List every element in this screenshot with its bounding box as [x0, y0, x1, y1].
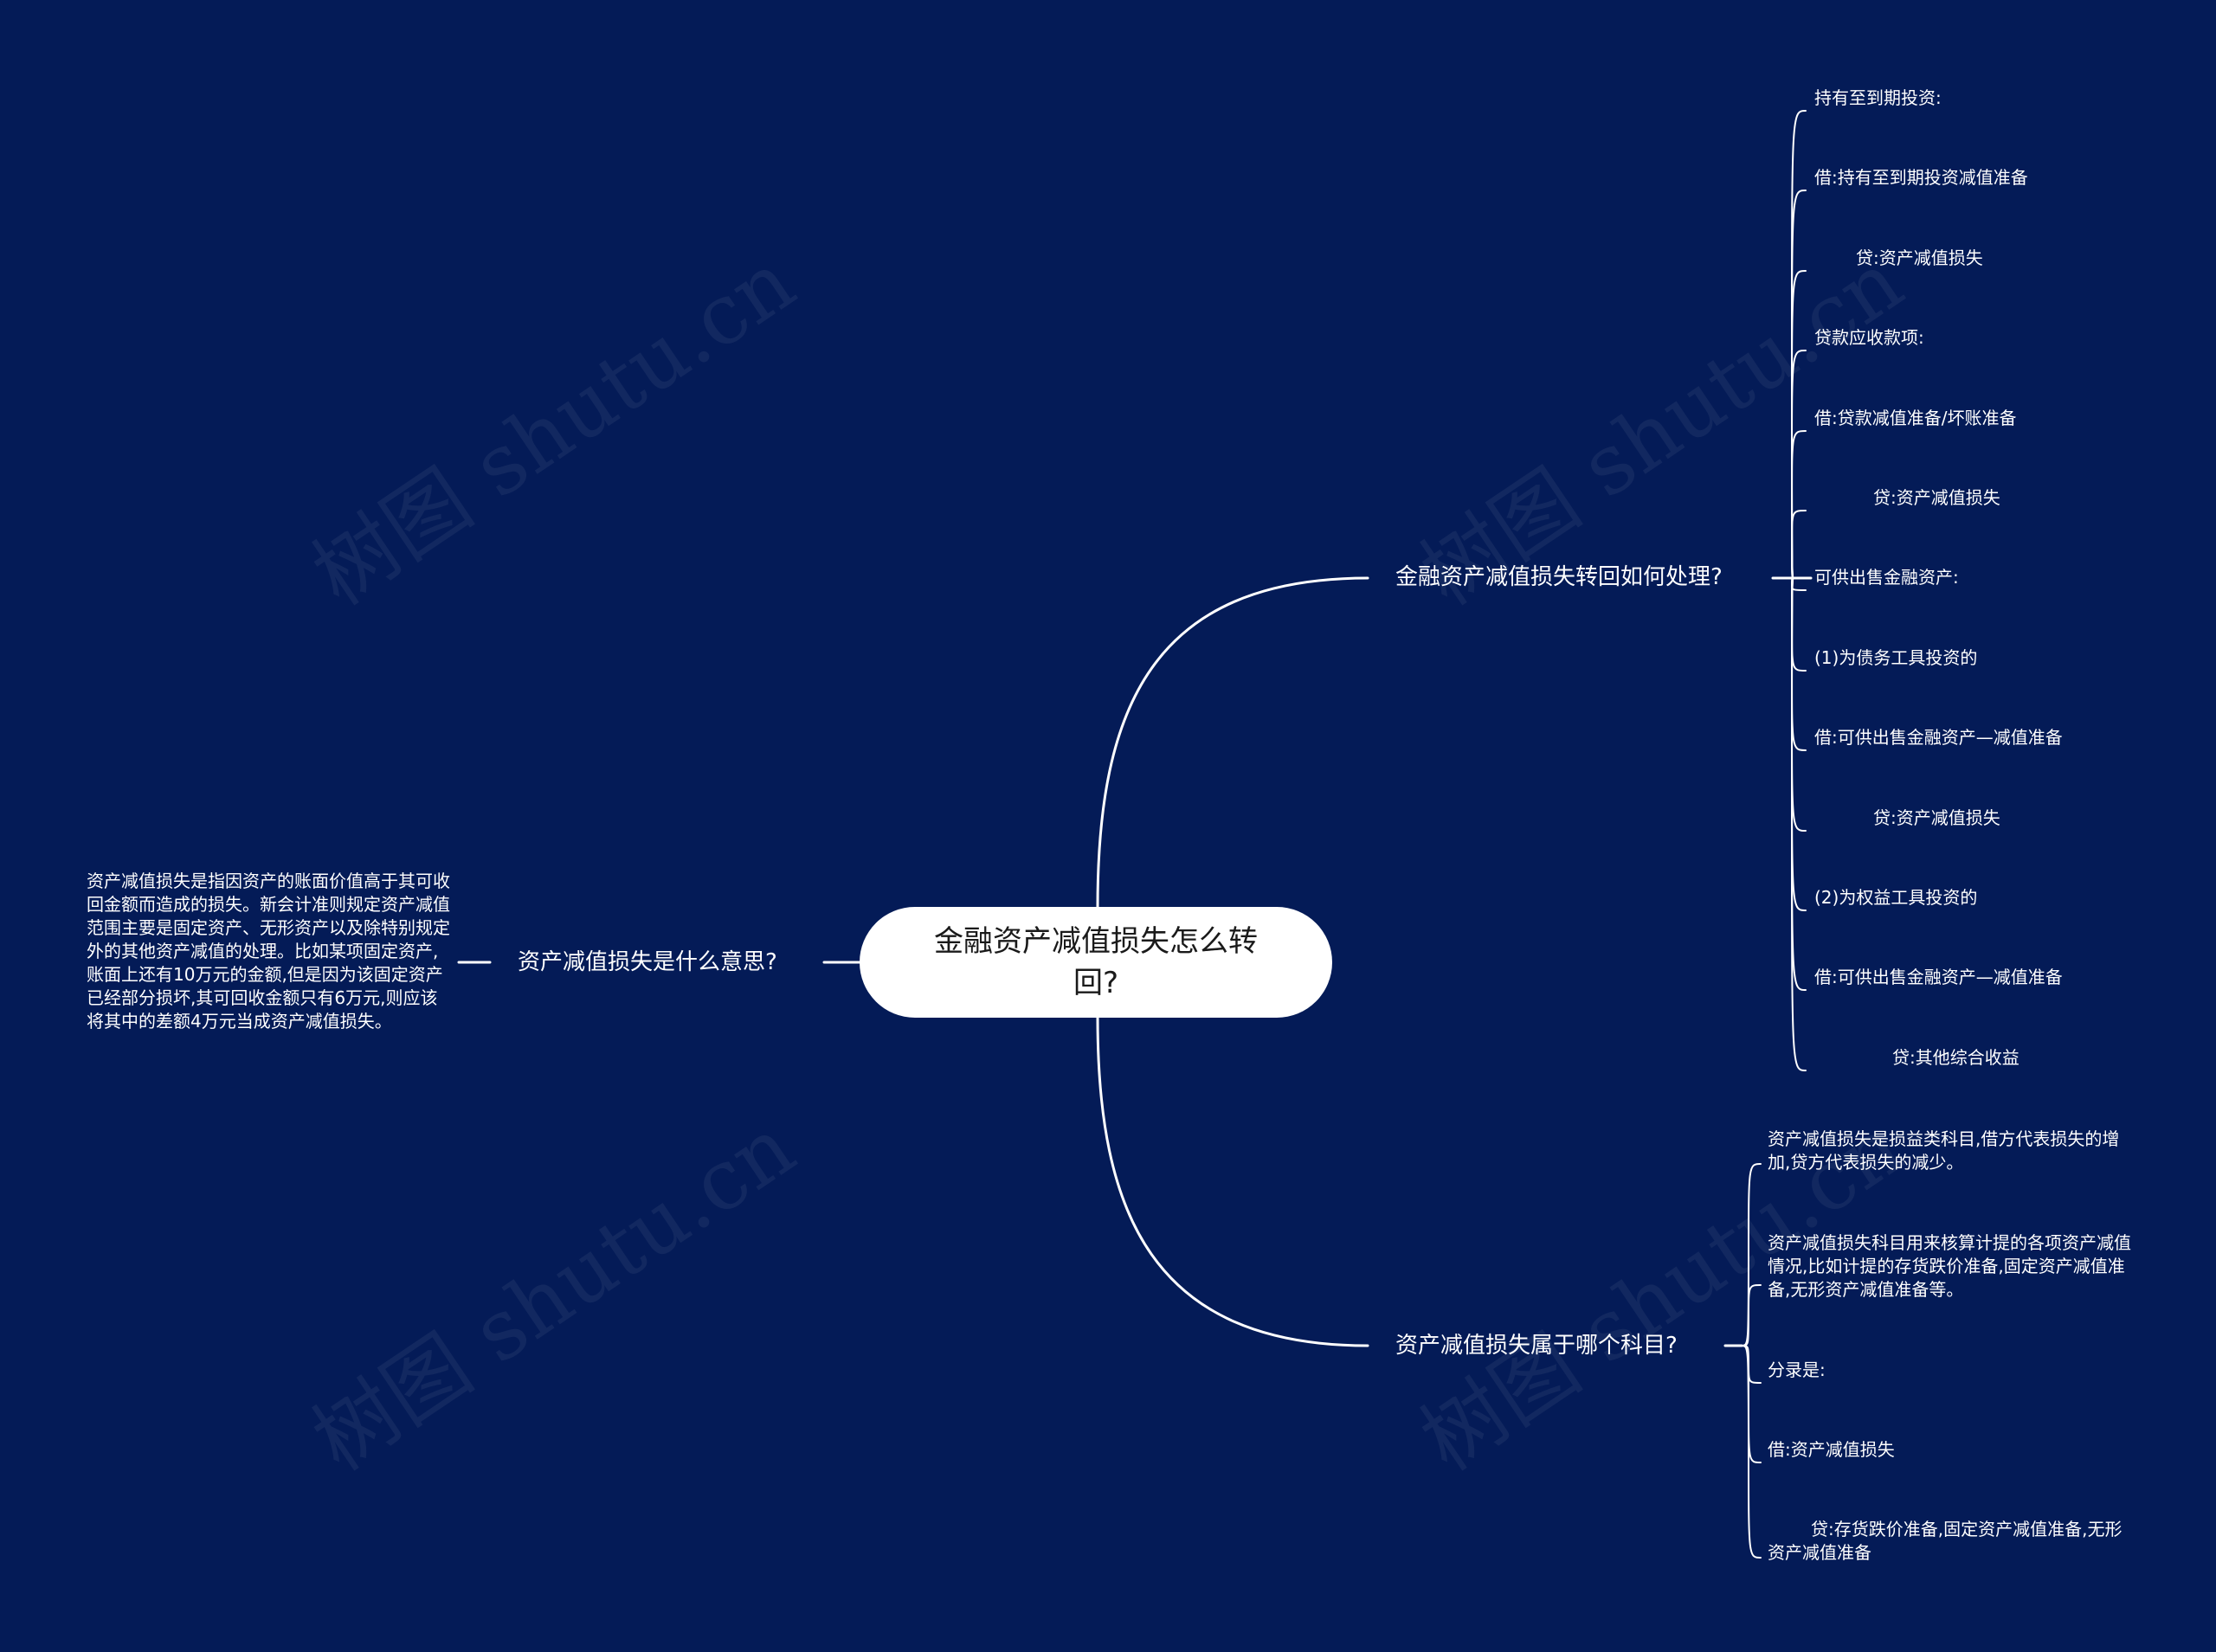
branch-account-type[interactable]: 资产减值损失属于哪个科目? [1395, 1333, 1678, 1359]
leaf-b1-1[interactable]: 借:持有至到期投资减值准备 [1814, 167, 2028, 188]
brace-b1-connector-7 [1791, 577, 1807, 672]
leaf-b1-8[interactable]: 借:可供出售金融资产—减值准备 [1814, 727, 2063, 748]
leaf-b3-3[interactable]: 借:资产减值损失 [1768, 1439, 1895, 1460]
leaf-b1-6[interactable]: 可供出售金融资产: [1814, 567, 1959, 588]
leaf-b1-3[interactable]: 贷款应收款项: [1814, 327, 1924, 348]
root-node[interactable]: 金融资产减值损失怎么转回? [860, 907, 1332, 1018]
brace-b1-connector-11 [1791, 577, 1807, 991]
brace-b1-connector-12 [1791, 577, 1807, 1071]
brace-b1-connector-0 [1791, 110, 1807, 579]
brace-b3-connector-3 [1741, 1345, 1762, 1463]
leaf-b1-9[interactable]: 贷:资产减值损失 [1873, 807, 2000, 828]
brace-b1-connector-2 [1791, 270, 1807, 579]
brace-b1-connector-9 [1791, 577, 1807, 832]
leaf-b1-5[interactable]: 贷:资产减值损失 [1873, 487, 2000, 508]
leaf-b3-1[interactable]: 资产减值损失科目用来核算计提的各项资产减值情况,比如计提的存货跌价准备,固定资产… [1768, 1232, 2131, 1300]
leaf-b3-4[interactable]: 贷:存货跌价准备,固定资产减值准备,无形资产减值准备 [1768, 1519, 2123, 1563]
connector-root-branch1 [1096, 576, 1369, 909]
brace-b1-connector-1 [1791, 190, 1807, 579]
leaf-b1-0[interactable]: 持有至到期投资: [1814, 87, 1942, 108]
branch-transfer-back[interactable]: 金融资产减值损失转回如何处理? [1395, 564, 1723, 590]
brace-b1-connector-3 [1791, 350, 1807, 579]
connector-root-branch3 [1096, 1016, 1369, 1347]
brace-b3-connector-1 [1741, 1284, 1762, 1347]
leaf-b3-0[interactable]: 资产减值损失是损益类科目,借方代表损失的增加,贷方代表损失的减少。 [1768, 1128, 2120, 1173]
brace-b1-connector-5 [1791, 510, 1807, 579]
brace-b3-connector-4 [1741, 1345, 1762, 1559]
branch-meaning[interactable]: 资产减值损失是什么意思? [518, 949, 777, 975]
leaf-b1-12[interactable]: 贷:其他综合收益 [1892, 1047, 2020, 1068]
brace-b1-connector-4 [1791, 430, 1807, 579]
leaf-b1-7[interactable]: (1)为债务工具投资的 [1814, 647, 1978, 668]
leaf-b1-11[interactable]: 借:可供出售金融资产—减值准备 [1814, 967, 2063, 987]
brace-b3-connector-0 [1741, 1163, 1762, 1347]
leaf-b1-10[interactable]: (2)为权益工具投资的 [1814, 887, 1978, 908]
leaf-b1-4[interactable]: 借:贷款减值准备/坏账准备 [1814, 408, 2017, 428]
brace-b3-connector-2 [1741, 1345, 1762, 1384]
leaf-b3-2[interactable]: 分录是: [1768, 1360, 1826, 1380]
leaf-b2-0[interactable]: 资产减值损失是指因资产的账面价值高于其可收回金额而造成的损失。新会计准则规定资产… [87, 871, 450, 1032]
brace-b1-connector-6 [1791, 577, 1807, 591]
leaf-b1-2[interactable]: 贷:资产减值损失 [1856, 247, 1983, 268]
